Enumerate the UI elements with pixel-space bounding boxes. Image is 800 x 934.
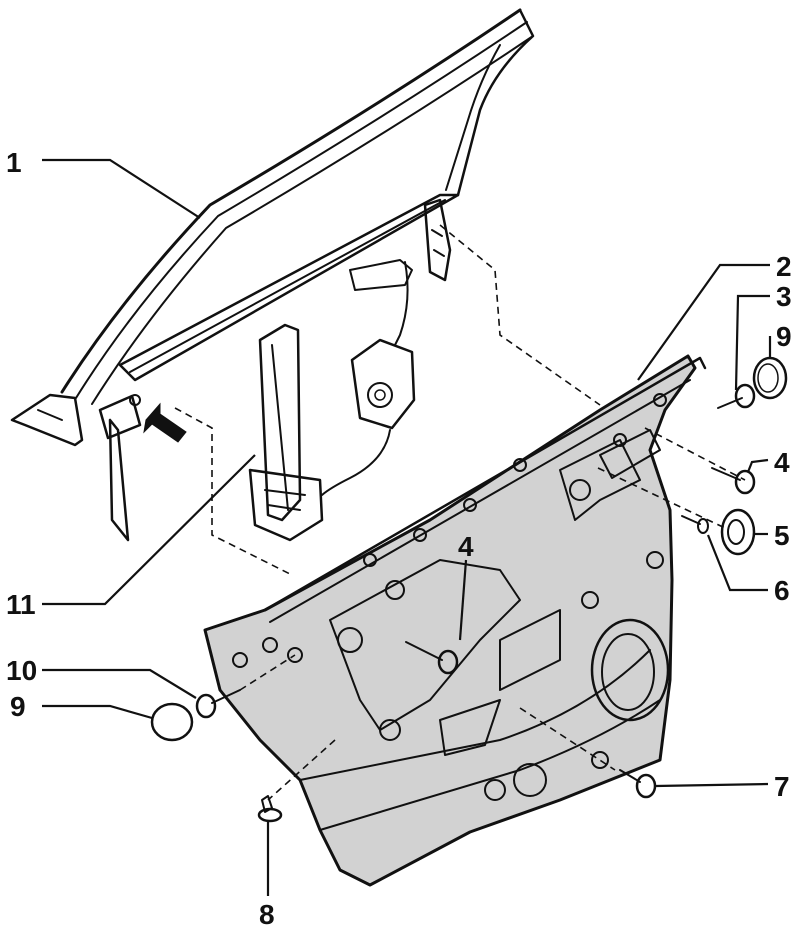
door-frame-icon xyxy=(10,8,535,542)
callout-7: 7 xyxy=(774,771,790,802)
callout-10: 10 xyxy=(6,655,37,686)
screw-icon xyxy=(195,383,756,799)
callout-8: 8 xyxy=(259,899,275,930)
callout-6: 6 xyxy=(774,575,790,606)
leader-lines xyxy=(42,158,772,896)
door-inner-panel-icon xyxy=(203,354,707,887)
callout-1: 1 xyxy=(6,147,22,178)
rivet-icon xyxy=(257,795,283,823)
callout-4-center: 4 xyxy=(458,531,474,562)
callout-4-right: 4 xyxy=(774,447,790,478)
callout-labels: 1 2 3 9 4 5 6 4 7 8 9 10 11 xyxy=(6,147,792,930)
callout-9-top: 9 xyxy=(776,321,792,352)
window-regulator-icon xyxy=(248,259,416,542)
callout-2: 2 xyxy=(776,251,792,282)
alignment-lines xyxy=(174,224,746,801)
callout-11: 11 xyxy=(6,589,36,620)
callout-5: 5 xyxy=(774,520,790,551)
arrow-icon xyxy=(143,402,187,443)
callout-3: 3 xyxy=(776,281,792,312)
callout-9-left: 9 xyxy=(10,691,26,722)
grommet-icon xyxy=(720,508,756,556)
